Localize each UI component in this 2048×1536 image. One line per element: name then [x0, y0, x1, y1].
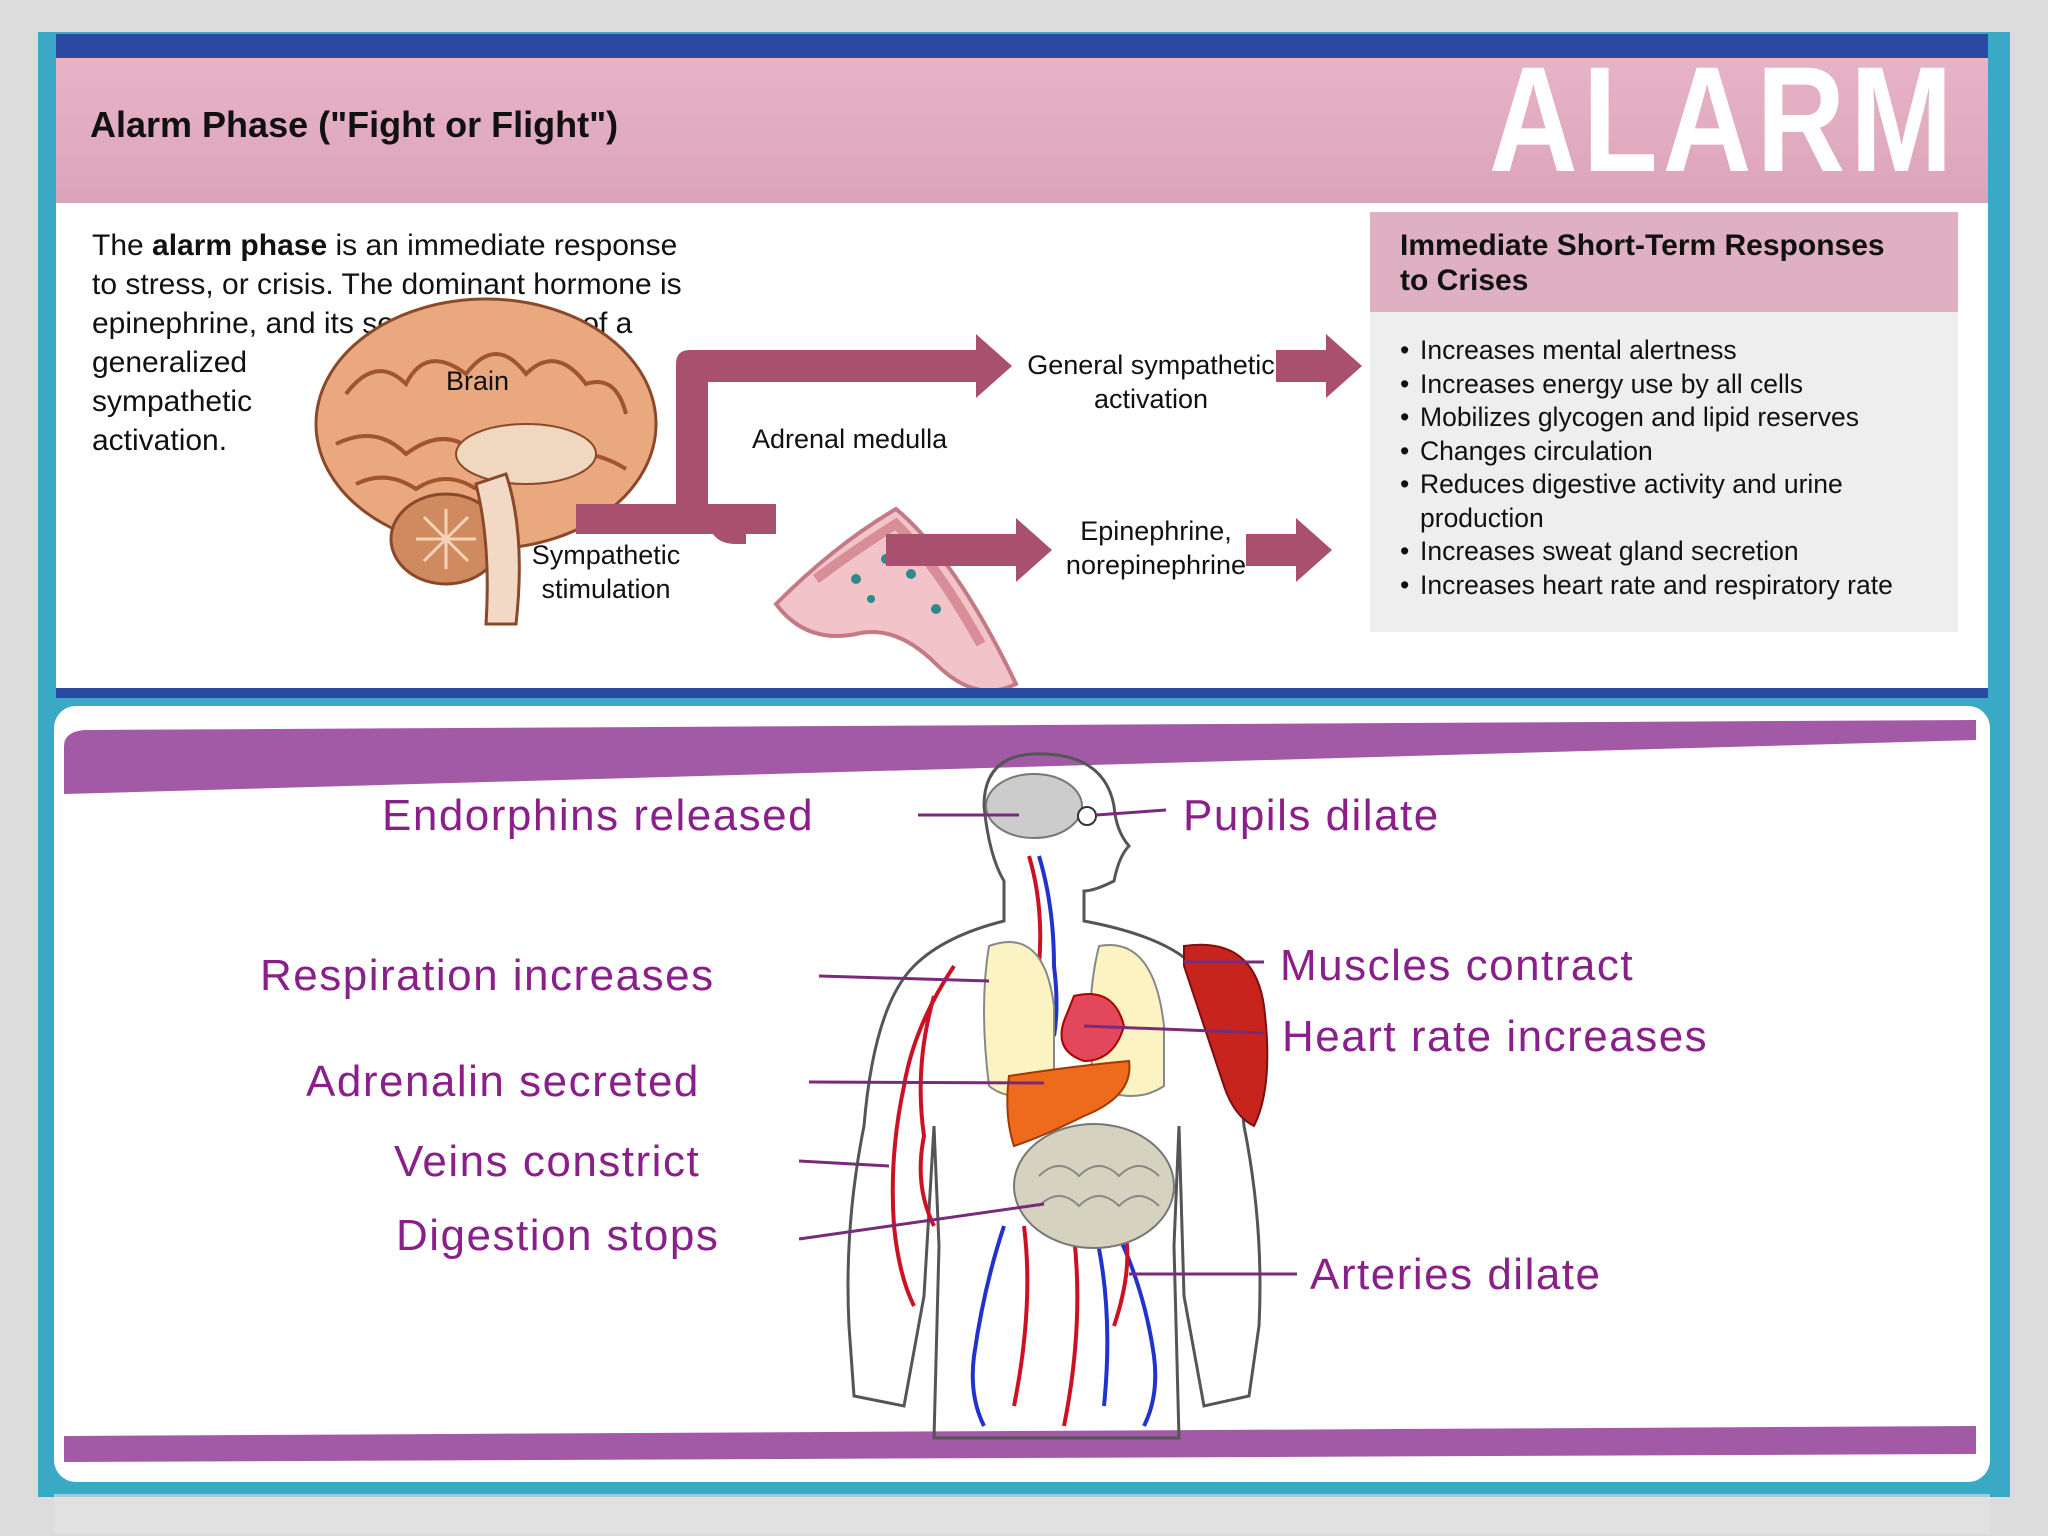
list-item: Increases heart rate and respiratory rat…	[1400, 569, 1938, 603]
adrenal-medulla-label: Adrenal medulla	[752, 424, 948, 454]
adrenalin-label: Adrenalin secreted	[306, 1057, 700, 1106]
top-accent-bar	[56, 34, 1988, 58]
arrow-joint	[708, 514, 746, 544]
endorphins-label: Endorphins released	[382, 791, 815, 840]
body-effects-panel: Endorphins released Pupils dilate Respir…	[54, 706, 1990, 1482]
responses-box: Immediate Short-Term Responses to Crises…	[1370, 212, 1958, 632]
list-item: Changes circulation	[1400, 435, 1938, 469]
responses-list: Increases mental alertness Increases ene…	[1370, 312, 1958, 602]
page-title: Alarm Phase ("Fight or Flight")	[90, 104, 619, 145]
veins-label: Veins constrict	[394, 1137, 701, 1186]
body-effects-diagram	[64, 720, 1976, 1462]
sympathetic-label-line2: stimulation	[541, 574, 671, 604]
leader-lines	[798, 808, 1297, 1276]
body-outline	[846, 752, 1262, 1440]
panel-bottom-strip	[56, 688, 1988, 698]
responses-title-line1: Immediate Short-Term Responses	[1400, 229, 1885, 262]
intro-line1-rest: is an immediate response	[327, 229, 678, 262]
intro-bold-term: alarm phase	[152, 229, 328, 262]
intro-prefix: The	[92, 229, 153, 262]
brain-label: Brain	[446, 366, 510, 396]
epi-label-line2: norepinephrine	[1065, 550, 1247, 580]
brain-illustration	[314, 297, 658, 626]
heart-label: Heart rate increases	[1282, 1012, 1709, 1061]
general-label-line2: activation	[1093, 384, 1209, 414]
pathway-arrows	[576, 334, 1362, 582]
list-item: Increases energy use by all cells	[1400, 368, 1938, 402]
general-label-line1: General sympathetic	[1027, 350, 1275, 380]
intro-line4: generalized	[92, 346, 248, 379]
alarm-banner-word: ALARM	[1489, 35, 1958, 203]
list-item: Increases sweat gland secretion	[1400, 535, 1938, 569]
general-sympathetic-label: General sympathetic activation	[1006, 348, 1296, 416]
sympathetic-stimulation-label: Sympathetic stimulation	[496, 538, 716, 606]
pupils-label: Pupils dilate	[1183, 791, 1440, 840]
header-band	[56, 58, 1988, 203]
arteries-label: Arteries dilate	[1310, 1250, 1602, 1299]
eye-icon	[1077, 806, 1097, 826]
list-item: Mobilizes glycogen and lipid reserves	[1400, 401, 1938, 435]
respiration-label: Respiration increases	[260, 951, 715, 1000]
responses-title-line2: to Crises	[1400, 264, 1529, 297]
sympathetic-arrow	[576, 334, 1012, 534]
responses-title: Immediate Short-Term Responses to Crises	[1370, 212, 1958, 312]
list-item: Increases mental alertness	[1400, 334, 1938, 368]
list-item: Reduces digestive activity and urine pro…	[1400, 468, 1938, 535]
digestion-label: Digestion stops	[396, 1211, 720, 1260]
muscles-label: Muscles contract	[1280, 941, 1635, 990]
sympathetic-label-line1: Sympathetic	[531, 540, 681, 570]
stress-pathway-diagram	[314, 297, 1362, 693]
intro-line5: sympathetic	[92, 385, 253, 418]
epi-label-line1: Epinephrine,	[1080, 516, 1232, 546]
general-to-responses-arrow	[1276, 334, 1362, 398]
alarm-phase-panel: Alarm Phase ("Fight or Flight") ALARM Th…	[56, 34, 1988, 698]
intro-line6: activation.	[92, 424, 228, 457]
epinephrine-arrow	[886, 518, 1052, 582]
bottom-reflection	[54, 1494, 1990, 1534]
epinephrine-label: Epinephrine, norepinephrine	[1046, 514, 1266, 582]
bottom-purple-band	[64, 1426, 1976, 1462]
intestines	[1013, 1123, 1175, 1249]
body-brain	[985, 773, 1083, 839]
epi-to-responses-arrow	[1246, 518, 1332, 582]
intro-line2: to stress, or crisis. The dominant hormo…	[92, 268, 682, 301]
arm-muscle	[1183, 943, 1269, 1128]
